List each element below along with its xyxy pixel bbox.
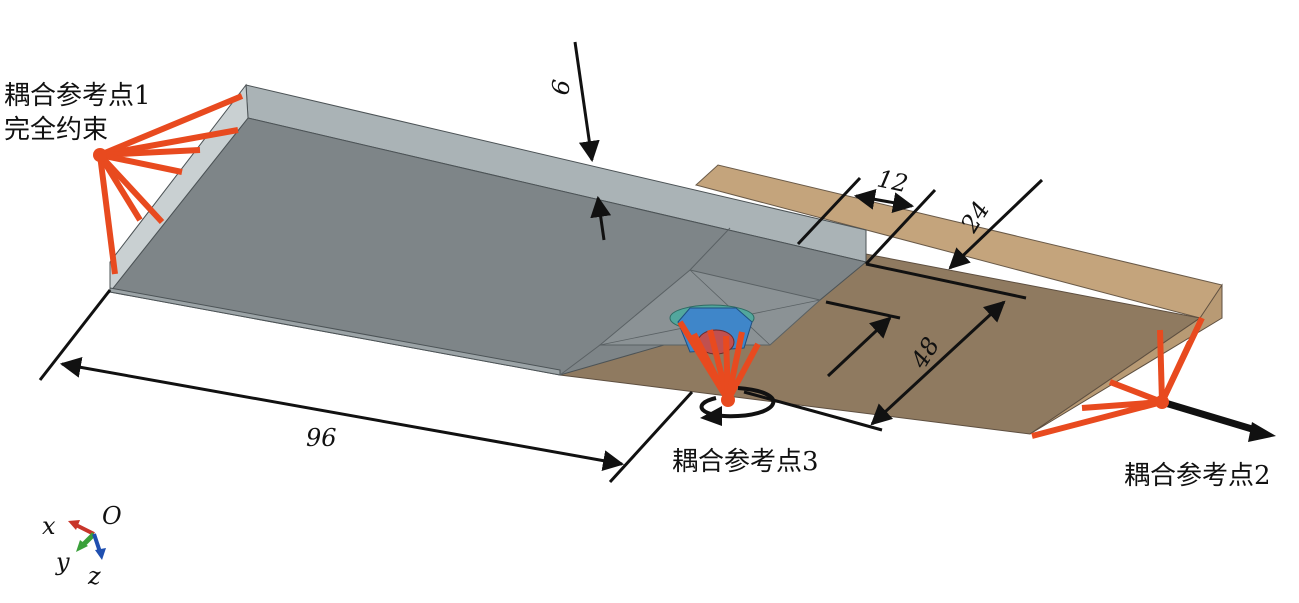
load-arrow [1160, 398, 1264, 436]
z-axis-icon [92, 533, 102, 553]
dim-24 [948, 178, 1044, 270]
axis-z-label: z [87, 562, 101, 590]
dim-96 [59, 356, 625, 472]
ref-point-2-label: 耦合参考点2 [1124, 461, 1271, 491]
load-arrow-head [1248, 422, 1276, 442]
ref-point-2-dot [1155, 395, 1169, 409]
ref-point-1-label: 耦合参考点1 [4, 81, 151, 111]
moment-arrow-head [700, 406, 722, 426]
ref-point-1-constraint-label: 完全约束 [4, 115, 108, 145]
ref-point-3-label: 耦合参考点3 [672, 447, 819, 477]
upper-plate [109, 83, 868, 376]
axis-y-label: y [55, 548, 70, 576]
moment-arrow [699, 386, 776, 419]
coupling-ref-point-3 [677, 320, 776, 426]
lower-plate-right-side [1029, 283, 1223, 435]
axis-origin-label: O [102, 502, 122, 530]
dimension-lines [38, 41, 1044, 484]
ref-point-3-dot [721, 393, 735, 407]
dim-48 [870, 300, 1006, 426]
dim-12-ext-a [796, 176, 862, 246]
dim-label-96: 96 [306, 424, 337, 452]
axis-x-label: x [42, 512, 56, 540]
dim-6-upper [573, 41, 600, 163]
coupling-ref-point-1 [93, 93, 244, 275]
mesh-line [689, 227, 731, 271]
dim-12 [853, 188, 915, 214]
dim-label-6: 6 [546, 78, 576, 97]
axis-triad: x O y z [42, 502, 122, 590]
dim-12-ext-b [864, 188, 937, 266]
dim-96-ext-left [38, 289, 112, 381]
dim-48-base [743, 390, 883, 432]
coupling-ref-point-2 [1031, 316, 1276, 442]
dim-24-ext-a [865, 262, 1027, 300]
dim-6-lower [590, 195, 612, 241]
dim-label-12: 12 [875, 164, 911, 198]
ref-point-1-dot [93, 148, 107, 162]
